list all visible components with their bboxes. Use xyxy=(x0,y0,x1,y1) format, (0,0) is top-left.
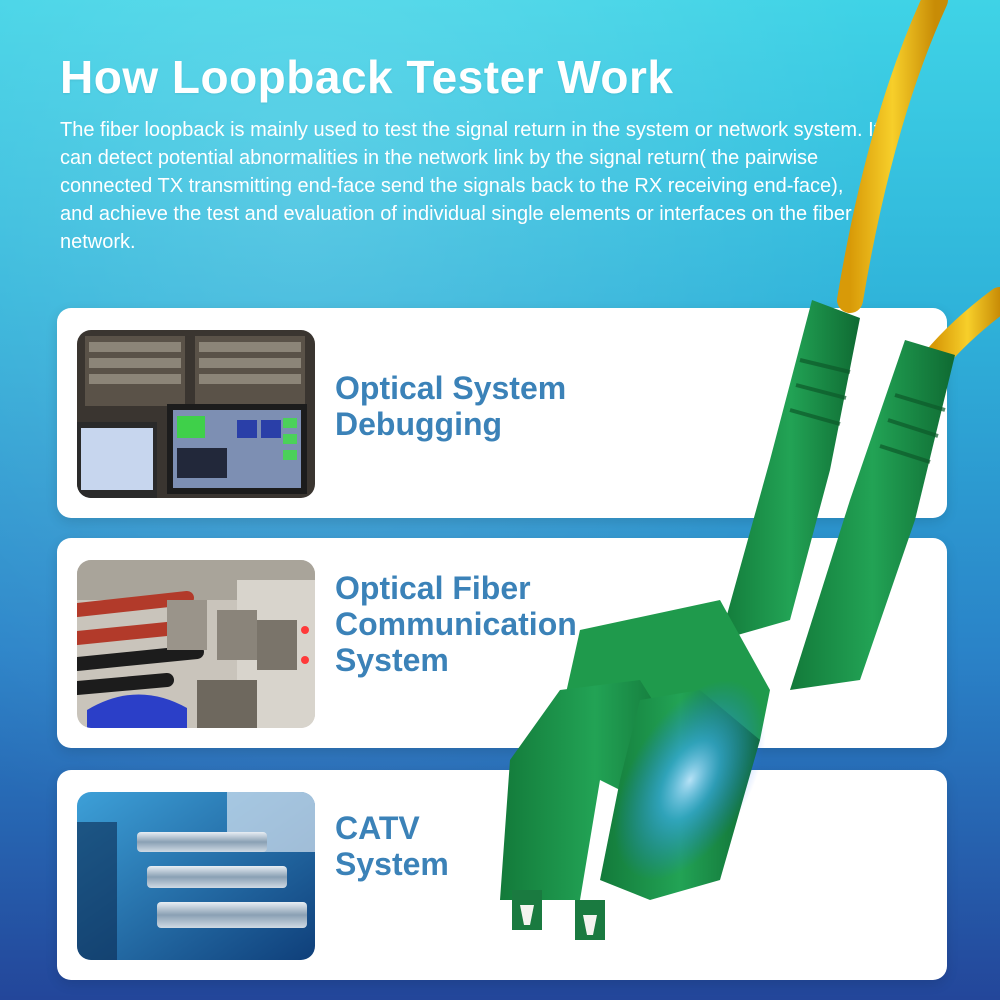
card-label: Optical Fiber Communication System xyxy=(335,570,577,678)
application-card-optical-fiber-communication: Optical Fiber Communication System xyxy=(57,538,947,748)
card-label: CATV System xyxy=(335,810,449,882)
network-switch-cables-image xyxy=(77,560,315,728)
description-text: The fiber loopback is mainly used to tes… xyxy=(60,119,880,253)
application-card-optical-system-debugging: Optical System Debugging xyxy=(57,308,947,518)
server-rack-monitors-image xyxy=(77,330,315,498)
card-label: Optical System Debugging xyxy=(335,370,567,442)
application-card-catv-system: CATV System xyxy=(57,770,947,980)
coaxial-connectors-image xyxy=(77,792,315,960)
page-title: How Loopback Tester Work xyxy=(60,51,674,103)
